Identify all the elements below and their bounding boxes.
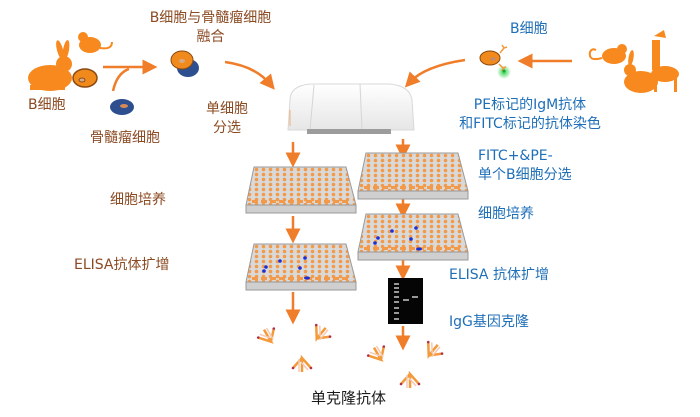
- staining-label: PE标记的IgM抗体 和FITC标记的抗体染色: [440, 96, 620, 134]
- cell-culture-label-right: 细胞培养: [478, 206, 534, 222]
- single-cell-sort-line2: 分选: [213, 120, 241, 136]
- llama-icon: [651, 30, 679, 92]
- rabbit-icon: [28, 40, 72, 91]
- antibody-icon: [363, 341, 392, 367]
- staining-label-line2: 和FITC标记的抗体染色: [459, 116, 601, 132]
- single-cell-sort-line1: 单细胞: [206, 101, 248, 117]
- single-cell-sort-label: 单细胞 分选: [200, 100, 254, 138]
- staining-label-line1: PE标记的IgM抗体: [473, 97, 587, 113]
- 96-well-plate-icon: [245, 166, 357, 214]
- b-cell-label-right: B细胞: [510, 21, 548, 37]
- 96-well-plate-icon: [357, 213, 469, 261]
- 96-well-plate-icon: [245, 243, 357, 291]
- fusion-label-line1: B细胞与骨髓瘤细胞: [149, 10, 272, 26]
- fusion-label: B细胞与骨髓瘤细胞 融合: [138, 9, 283, 47]
- monoclonal-antibody-label: 单克隆抗体: [311, 389, 387, 407]
- rabbit-icon: [624, 50, 658, 93]
- antibody-icon: [253, 323, 282, 349]
- fitc-pe-sort-label: FITC+&PE- 单个B细胞分选: [478, 147, 572, 185]
- arrow-icon: [285, 139, 411, 351]
- gel-electrophoresis-icon: [388, 278, 423, 324]
- elisa-label-left: ELISA抗体扩增: [74, 257, 170, 273]
- elisa-label-right: ELISA 抗体扩增: [449, 267, 549, 283]
- antibody-icon: [398, 372, 422, 390]
- cell-sorter-icon: [287, 83, 415, 134]
- antibody-icon: [290, 356, 314, 374]
- myeloma-cell-icon: [110, 99, 134, 115]
- b-cell-icon: [72, 68, 98, 88]
- igg-cloning-label: IgG基因克隆: [449, 314, 529, 330]
- mouse-icon: [78, 32, 113, 53]
- fused-cell-icon: [170, 50, 199, 77]
- mouse-icon: [588, 44, 627, 64]
- myeloma-cell-label: 骨髓瘤细胞: [90, 130, 160, 146]
- fitc-pe-sort-line1: FITC+&PE-: [478, 148, 553, 164]
- arrow-icon: [404, 53, 572, 88]
- antibody-icon: [307, 319, 335, 347]
- cell-culture-label-left: 细胞培养: [110, 192, 166, 208]
- fusion-label-line2: 融合: [196, 29, 225, 45]
- b-cell-label-left: B细胞: [28, 97, 66, 113]
- antibody-icon: [419, 336, 447, 364]
- fitc-pe-sort-line2: 单个B细胞分选: [478, 167, 572, 183]
- b-cell-icon: [479, 44, 511, 79]
- arrow-icon: [103, 59, 275, 92]
- 96-well-plate-icon: [357, 152, 469, 200]
